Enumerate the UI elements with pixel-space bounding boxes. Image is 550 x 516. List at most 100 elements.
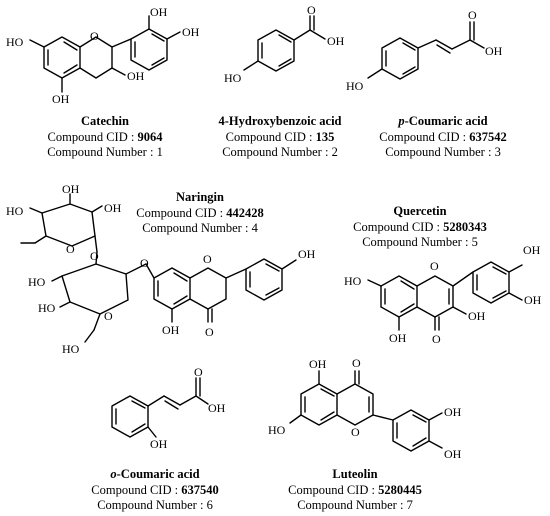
atom-label: OH bbox=[444, 447, 462, 461]
number-value: 6 bbox=[206, 498, 213, 512]
number-value: 4 bbox=[251, 221, 258, 235]
atom-label: OH bbox=[150, 5, 168, 19]
cid-value: 637540 bbox=[181, 482, 219, 497]
number-label: Compound Number : bbox=[47, 145, 157, 159]
compound-number: Compound Number : 5 bbox=[345, 235, 495, 251]
number-label: Compound Number : bbox=[222, 145, 332, 159]
caption-o-coumaric-acid: o-Coumaric acid Compound CID : 637540 Co… bbox=[85, 467, 225, 514]
compound-name: o-Coumaric acid bbox=[85, 467, 225, 483]
atom-label: HO bbox=[346, 79, 364, 93]
number-value: 3 bbox=[494, 145, 501, 159]
compound-name-prefix: o bbox=[110, 467, 117, 481]
atom-label: O bbox=[205, 325, 214, 339]
cid-label: Compound CID : bbox=[47, 129, 138, 144]
atom-label: OH bbox=[523, 243, 541, 257]
caption-catechin: Catechin Compound CID : 9064 Compound Nu… bbox=[40, 114, 170, 161]
atom-label: OH bbox=[389, 331, 407, 345]
compound-number: Compound Number : 4 bbox=[130, 221, 270, 237]
atom-label: HO bbox=[6, 204, 24, 218]
cid-label: Compound CID : bbox=[136, 205, 227, 220]
atom-label: OH bbox=[182, 25, 200, 39]
number-value: 5 bbox=[471, 235, 478, 249]
atom-label: OH bbox=[485, 44, 503, 58]
atom-label: O bbox=[432, 332, 441, 346]
cid-label: Compound CID : bbox=[91, 482, 182, 497]
cid-label: Compound CID : bbox=[379, 129, 470, 144]
atom-label: HO bbox=[268, 423, 286, 437]
caption-naringin: Naringin Compound CID : 442428 Compound … bbox=[130, 190, 270, 237]
number-label: Compound Number : bbox=[362, 235, 472, 249]
compound-name: Luteolin bbox=[280, 467, 430, 483]
atom-label: OH bbox=[468, 309, 486, 323]
number-label: Compound Number : bbox=[142, 221, 252, 235]
cid-label: Compound CID : bbox=[288, 482, 379, 497]
compound-name: p-Coumaric acid bbox=[368, 114, 518, 130]
compound-cid: Compound CID : 5280343 bbox=[345, 220, 495, 236]
atom-label: O bbox=[194, 365, 203, 379]
structure-p-coumaric-acid: O OH HO bbox=[346, 8, 503, 93]
compound-number: Compound Number : 6 bbox=[85, 498, 225, 514]
atom-label: O bbox=[90, 29, 99, 43]
compound-number: Compound Number : 2 bbox=[205, 145, 355, 161]
atom-label: OH bbox=[524, 293, 542, 307]
atom-label: O bbox=[307, 3, 316, 17]
caption-quercetin: Quercetin Compound CID : 5280343 Compoun… bbox=[345, 204, 495, 251]
atom-label: OH bbox=[298, 247, 316, 261]
compound-number: Compound Number : 1 bbox=[40, 145, 170, 161]
cid-value: 9064 bbox=[137, 129, 163, 144]
compound-name: Naringin bbox=[130, 190, 270, 206]
compound-number: Compound Number : 7 bbox=[280, 498, 430, 514]
atom-label: O bbox=[90, 249, 99, 263]
caption-4-hydroxybenzoic-acid: 4-Hydroxybenzoic acid Compound CID : 135… bbox=[205, 114, 355, 161]
compound-cid: Compound CID : 135 bbox=[205, 130, 355, 146]
cid-value: 5280343 bbox=[443, 219, 487, 234]
compound-cid: Compound CID : 442428 bbox=[130, 206, 270, 222]
atom-label: HO bbox=[62, 342, 80, 356]
compound-name: 4-Hydroxybenzoic acid bbox=[205, 114, 355, 130]
compound-name-text: 4-Hydroxybenzoic acid bbox=[218, 114, 342, 128]
atom-label: O bbox=[140, 256, 149, 270]
caption-luteolin: Luteolin Compound CID : 5280445 Compound… bbox=[280, 467, 430, 514]
atom-label: OH bbox=[208, 401, 226, 415]
cid-value: 135 bbox=[315, 129, 335, 144]
number-value: 2 bbox=[331, 145, 338, 159]
compound-name-prefix: p bbox=[398, 114, 405, 128]
atom-label: O bbox=[66, 242, 75, 256]
cid-label: Compound CID : bbox=[225, 129, 316, 144]
atom-label: HO bbox=[38, 301, 56, 315]
atom-label: OH bbox=[150, 437, 168, 451]
compound-cid: Compound CID : 9064 bbox=[40, 130, 170, 146]
compound-number: Compound Number : 3 bbox=[368, 145, 518, 161]
compound-name: Catechin bbox=[40, 114, 170, 130]
atom-label: HO bbox=[6, 35, 24, 49]
cid-value: 442428 bbox=[226, 205, 264, 220]
compound-name-text: Quercetin bbox=[393, 204, 447, 218]
number-label: Compound Number : bbox=[97, 498, 207, 512]
atom-label: O bbox=[468, 8, 477, 22]
number-label: Compound Number : bbox=[385, 145, 495, 159]
structure-quercetin: HO O OH OH OH OH O bbox=[344, 243, 542, 346]
atom-label: OH bbox=[104, 201, 122, 215]
number-label: Compound Number : bbox=[297, 498, 407, 512]
compound-cid: Compound CID : 5280445 bbox=[280, 483, 430, 499]
atom-label: HO bbox=[28, 275, 46, 289]
compound-name-text: -Coumaric acid bbox=[404, 114, 488, 128]
atom-label: OH bbox=[309, 357, 327, 371]
compound-name-text: Naringin bbox=[176, 190, 224, 204]
atom-label: OH bbox=[62, 182, 80, 196]
atom-label: O bbox=[352, 356, 361, 370]
atom-label: O bbox=[104, 309, 113, 323]
compound-name-text: Catechin bbox=[81, 114, 129, 128]
compound-name: Quercetin bbox=[345, 204, 495, 220]
atom-label: OH bbox=[52, 92, 70, 106]
atom-label: O bbox=[430, 259, 439, 273]
cid-label: Compound CID : bbox=[353, 219, 444, 234]
number-value: 1 bbox=[156, 145, 163, 159]
compound-cid: Compound CID : 637542 bbox=[368, 130, 518, 146]
atom-label: O bbox=[351, 425, 360, 439]
atom-label: O bbox=[203, 252, 212, 266]
compound-name-text: -Coumaric acid bbox=[116, 467, 200, 481]
atom-label: OH bbox=[162, 323, 180, 337]
